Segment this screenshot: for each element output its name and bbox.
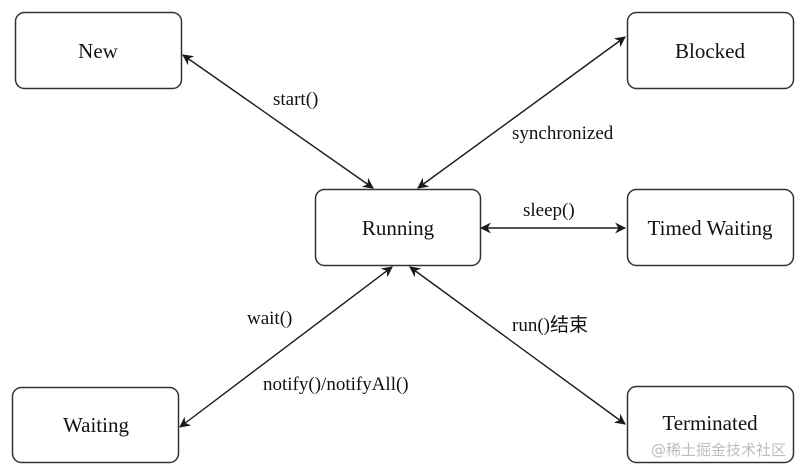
state-new: New: [14, 11, 183, 90]
state-running: Running: [314, 188, 482, 267]
edge-new-running: [182, 54, 374, 189]
edge-label-run-end: run()结束: [512, 314, 588, 336]
state-new-label: New: [78, 39, 118, 63]
state-terminated: Terminated: [626, 385, 795, 464]
edge-running-blocked: [417, 36, 626, 189]
edge-label-wait: wait(): [247, 308, 292, 329]
edge-label-sleep: sleep(): [523, 200, 575, 221]
edge-label-notify: notify()/notifyAll(): [263, 374, 409, 395]
state-timed-waiting-label: Timed Waiting: [648, 216, 773, 240]
state-terminated-label: Terminated: [662, 411, 758, 435]
state-waiting-label: Waiting: [63, 413, 129, 437]
state-running-label: Running: [362, 216, 435, 240]
edge-running-terminated: [409, 266, 626, 425]
state-blocked-label: Blocked: [675, 39, 745, 63]
state-waiting: Waiting: [11, 386, 180, 464]
state-blocked: Blocked: [626, 11, 795, 90]
edge-label-start: start(): [273, 89, 318, 110]
edge-label-synchronized: synchronized: [512, 123, 614, 144]
watermark: @稀土掘金技术社区: [651, 441, 786, 459]
edge-running-waiting: [179, 266, 393, 428]
state-timed-waiting: Timed Waiting: [626, 188, 795, 267]
